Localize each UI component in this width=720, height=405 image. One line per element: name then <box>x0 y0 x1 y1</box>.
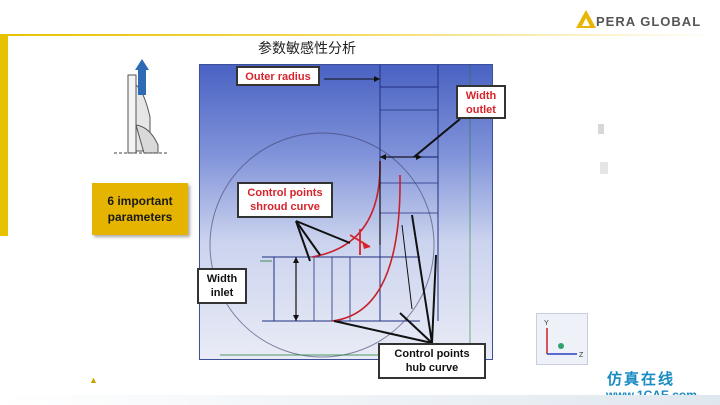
decor-mark <box>598 124 604 134</box>
slide-title: 参数敏感性分析 <box>258 41 356 57</box>
meridional-geometry <box>209 65 471 361</box>
callout-width-outlet: Width outlet <box>456 85 506 119</box>
decor-mark <box>600 162 608 174</box>
parameters-label-box: 6 important parameters <box>92 183 188 235</box>
svg-text:Z: Z <box>579 352 584 359</box>
callout-control-points-hub: Control points hub curve <box>378 343 486 379</box>
left-accent-stripe <box>0 36 8 236</box>
callout-outer-radius: Outer radius <box>236 66 320 86</box>
callout-width-inlet: Width inlet <box>197 268 247 304</box>
svg-text:Y: Y <box>544 320 549 327</box>
logo-triangle-inner <box>582 18 590 26</box>
impeller-sketch-icon <box>114 59 168 154</box>
callout-control-points-shroud: Control points shroud curve <box>237 182 333 218</box>
footer-bar <box>0 395 720 405</box>
small-triangle-icon: ▲ <box>89 375 98 385</box>
slide-header <box>0 0 720 34</box>
axis-triad-widget[interactable]: Y Z <box>536 313 588 365</box>
header-divider <box>0 34 720 36</box>
watermark-text: 仿真在线 <box>607 370 676 388</box>
axis-triad-icon: Y Z <box>544 320 584 359</box>
company-logo-text: PERA GLOBAL <box>596 14 702 29</box>
